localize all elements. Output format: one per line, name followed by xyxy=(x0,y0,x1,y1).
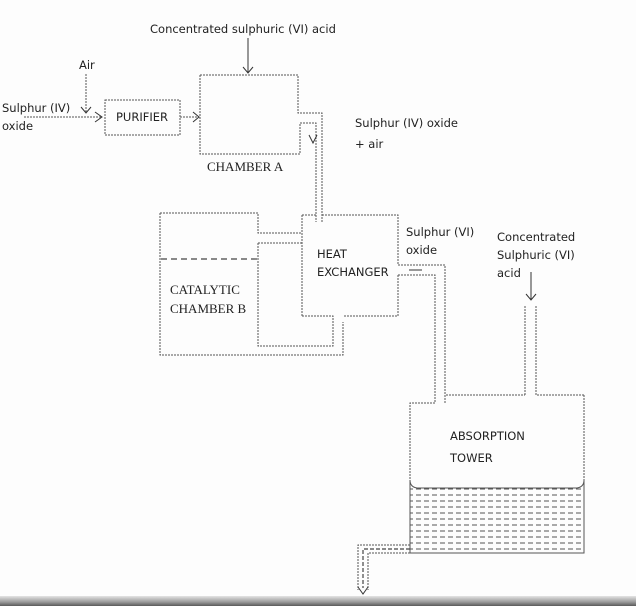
label-catalytic-2: CHAMBER B xyxy=(170,301,247,316)
purifier-to-chamber-a-arrow xyxy=(180,111,200,123)
acid-inlet-arrow-tower xyxy=(525,272,537,301)
label-so3-2: oxide xyxy=(406,243,437,257)
label-conc-acid-right-1: Concentrated xyxy=(497,230,575,244)
label-conc-acid-right-3: acid xyxy=(497,266,521,280)
absorption-tower-outline xyxy=(409,394,585,480)
label-catalytic-1: CATALYTIC xyxy=(170,282,240,297)
outlet-liquid xyxy=(362,548,410,588)
label-so3-1: Sulphur (VI) xyxy=(406,225,474,239)
acid-pipe-tower xyxy=(524,306,584,396)
label-absorption: ABSORPTION xyxy=(450,429,525,443)
label-concentrated-acid-top: Concentrated sulphuric (VI) acid xyxy=(150,22,336,36)
label-tower: TOWER xyxy=(449,451,493,465)
catalytic-chamber-b-outline xyxy=(159,212,344,356)
label-air: Air xyxy=(79,58,95,72)
label-so2-air-1: Sulphur (IV) oxide xyxy=(355,116,458,130)
label-heat: HEAT xyxy=(317,247,348,261)
heat-exchanger-outline xyxy=(301,214,446,403)
flow-arrow-down-icon xyxy=(308,134,318,145)
acid-liquid-fill xyxy=(409,479,585,554)
so2-inlet-arrow xyxy=(24,111,103,123)
catalytic-inner-duct xyxy=(257,242,334,347)
label-sulphur-iv-oxide-inlet-1: Sulphur (IV) xyxy=(2,101,70,115)
label-sulphur-iv-oxide-inlet-2: oxide xyxy=(2,119,33,133)
air-inlet-arrow xyxy=(80,74,92,114)
page-bottom-edge xyxy=(0,596,636,606)
label-chamber-a: CHAMBER A xyxy=(207,159,284,174)
chamber-a-outline xyxy=(199,74,323,222)
purifier-box xyxy=(104,99,181,136)
label-purifier: PURIFIER xyxy=(116,110,168,124)
label-exchanger: EXCHANGER xyxy=(317,265,389,279)
outlet-pipe xyxy=(357,544,410,590)
label-so2-air-2: + air xyxy=(355,137,384,151)
label-conc-acid-right-2: Sulphuric (VI) xyxy=(497,248,575,262)
outlet-arrow-icon xyxy=(357,586,369,595)
acid-inlet-arrow-a xyxy=(242,38,254,74)
